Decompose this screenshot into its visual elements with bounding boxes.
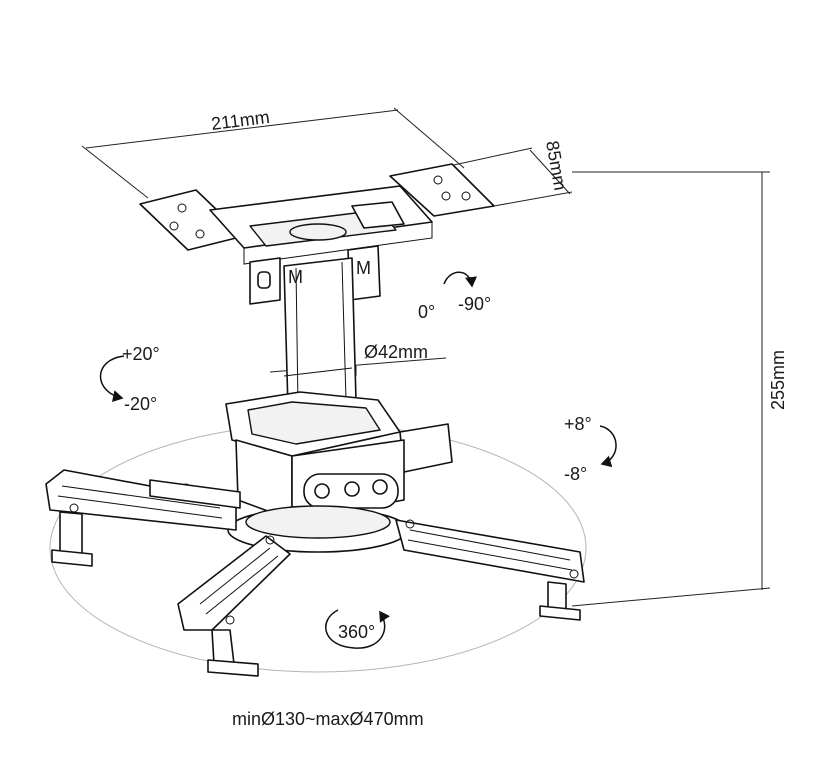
range-label: minØ130~maxØ470mm — [232, 709, 424, 729]
tilt-up-label: +20° — [122, 344, 160, 364]
width-dimension — [81, 107, 465, 199]
tilt-head — [225, 391, 453, 521]
arm-front-left — [177, 535, 291, 677]
rotate-right-label: -90° — [458, 294, 491, 314]
tube-diameter-label: Ø42mm — [364, 342, 428, 362]
vertical-tube — [249, 245, 381, 409]
swivel-down-label: -8° — [564, 464, 587, 484]
arm-right — [395, 519, 585, 621]
rotation-360-label: 360° — [338, 622, 375, 642]
depth-dimension — [439, 147, 573, 207]
rotation-360-arrow — [325, 609, 390, 649]
tube-mark-1: M — [288, 267, 303, 287]
tilt-down-label: -20° — [124, 394, 157, 414]
width-label: 211mm — [210, 107, 271, 134]
height-label: 255mm — [768, 350, 788, 410]
swivel-up-label: +8° — [564, 414, 592, 434]
tilt-arrow — [99, 355, 125, 402]
tube-mark-2: M — [356, 258, 371, 278]
arm-back-left — [149, 479, 241, 509]
arm-left — [45, 469, 237, 567]
ceiling-plate — [139, 163, 495, 265]
height-dimension — [571, 171, 771, 607]
swivel-arrow — [599, 425, 617, 468]
rotate-arrow — [443, 271, 477, 288]
depth-label: 85mm — [542, 139, 570, 192]
rotate-left-label: 0° — [418, 302, 435, 322]
